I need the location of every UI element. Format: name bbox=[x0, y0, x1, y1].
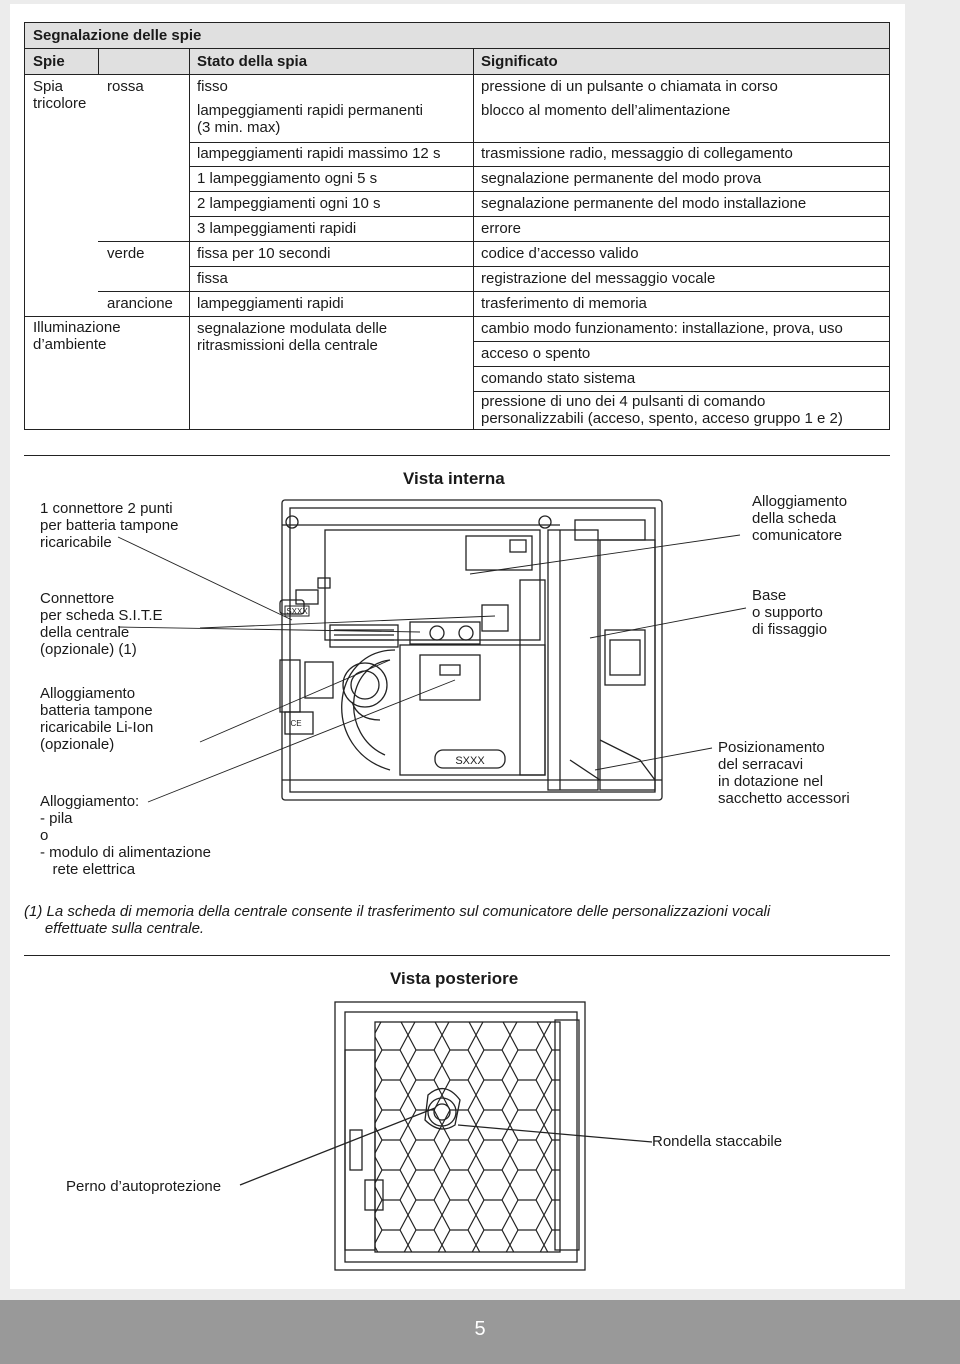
table-row-meaning: segnalazione permanente del modo prova bbox=[481, 170, 762, 187]
table-row-meaning: trasferimento di memoria bbox=[481, 295, 647, 312]
rear-view-drawing bbox=[239, 1001, 653, 1271]
label-connettore-site: Connettore per scheda S.I.T.E della cent… bbox=[40, 590, 163, 658]
table-row-meaning: trasmissione radio, messaggio di collega… bbox=[481, 145, 793, 162]
table-row-meaning: codice d’accesso valido bbox=[481, 245, 639, 262]
ambient-meaning: acceso o spento bbox=[481, 345, 591, 362]
page-number: 5 bbox=[474, 1318, 486, 1340]
page-footer: 5 bbox=[0, 1300, 960, 1364]
table-row-meaning: errore bbox=[481, 220, 522, 237]
sxxx-mark-small: SXXX bbox=[286, 607, 308, 616]
table-row-meaning: registrazione del messaggio vocale bbox=[481, 270, 716, 287]
table-header-row: Spie Stato della spia Significato bbox=[25, 49, 889, 75]
vista-posteriore-title: Vista posteriore bbox=[390, 969, 519, 988]
group-arancione: arancione bbox=[107, 295, 173, 312]
table-row-meaning: pressione di un pulsante o chiamata in c… bbox=[481, 78, 778, 95]
label-rondella: Rondella staccabile bbox=[652, 1133, 783, 1150]
group-verde: verde bbox=[107, 245, 145, 262]
label-alloggiamento-batteria: Alloggiamento batteria tampone ricaricab… bbox=[40, 685, 154, 753]
label-serracavi: Posizionamento del serracavi in dotazion… bbox=[718, 739, 850, 807]
header-spie: Spie bbox=[33, 53, 65, 70]
table-row-state: fissa bbox=[197, 270, 228, 287]
table-row-state: fissa per 10 secondi bbox=[197, 245, 331, 262]
group-tricolore: Spia tricolore bbox=[33, 78, 87, 112]
sxxx-mark: SXXX bbox=[455, 755, 485, 767]
table-row-meaning: blocco al momento dell’alimentazione bbox=[481, 102, 731, 119]
ambient-meaning: comando stato sistema bbox=[481, 370, 636, 387]
label-alloggiamento-pila: Alloggiamento: - pila o - modulo di alim… bbox=[40, 793, 211, 878]
table-row-state: fisso bbox=[197, 78, 228, 95]
label-base-supporto: Base o supporto di fissaggio bbox=[752, 587, 828, 638]
label-scheda-comunicatore: Alloggiamento della scheda comunicatore bbox=[752, 493, 848, 544]
table-row-state: 1 lampeggiamento ogni 5 s bbox=[197, 170, 378, 187]
ambient-meaning: cambio modo funzionamento: installazione… bbox=[481, 320, 843, 337]
label-connettore-batteria: 1 connettore 2 punti per batteria tampon… bbox=[40, 500, 179, 551]
table-row-state: 3 lampeggiamenti rapidi bbox=[197, 220, 357, 237]
table-row-state: lampeggiamenti rapidi permanenti (3 min.… bbox=[197, 102, 423, 136]
label-perno: Perno d’autoprotezione bbox=[66, 1178, 222, 1195]
table-row-meaning: segnalazione permanente del modo install… bbox=[481, 195, 807, 212]
interior-view-drawing: SXXX SXXX CE bbox=[117, 499, 747, 803]
ambient-meaning: pressione di uno dei 4 pulsanti di coman… bbox=[481, 393, 843, 427]
group-ambiente: Illuminazione d’ambiente bbox=[33, 319, 121, 353]
signals-table: Segnalazione delle spie Spie Stato della… bbox=[24, 22, 890, 430]
group-rossa: rossa bbox=[107, 78, 144, 95]
header-significato: Significato bbox=[481, 53, 558, 70]
table-row-state: lampeggiamenti rapidi bbox=[197, 295, 344, 312]
ambient-state: segnalazione modulata delle ritrasmissio… bbox=[197, 320, 388, 354]
vista-interna-title: Vista interna bbox=[403, 469, 505, 488]
table-row-state: lampeggiamenti rapidi massimo 12 s bbox=[197, 145, 441, 162]
footnote: (1) La scheda di memoria della centrale … bbox=[24, 903, 771, 937]
table-row-state: 2 lampeggiamenti ogni 10 s bbox=[197, 195, 381, 212]
header-stato: Stato della spia bbox=[197, 53, 308, 70]
ce-mark: CE bbox=[290, 719, 301, 728]
table-title: Segnalazione delle spie bbox=[25, 23, 889, 49]
